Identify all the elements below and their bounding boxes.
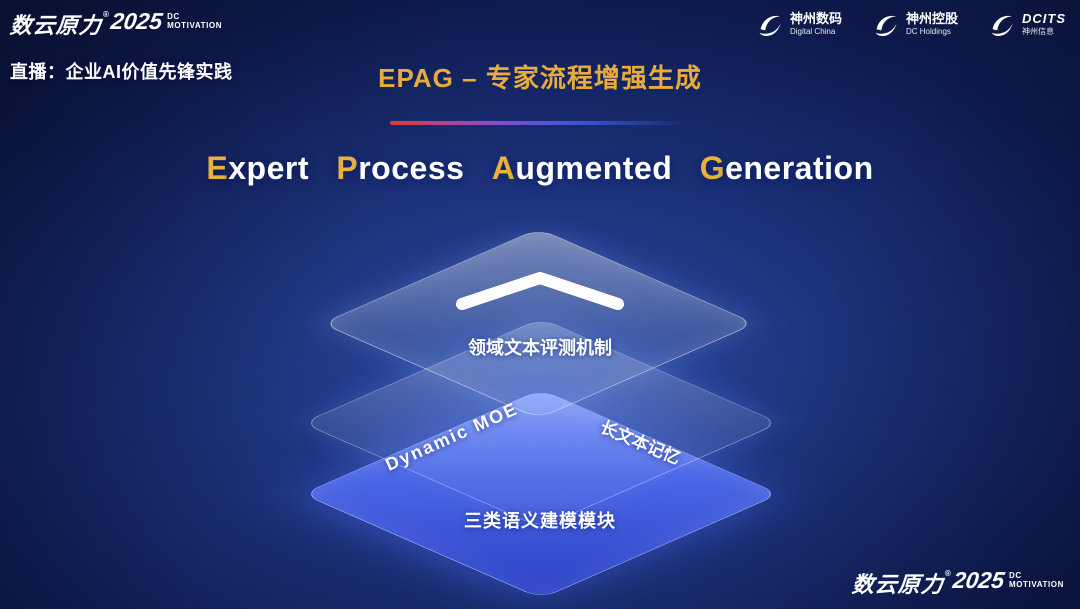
logo-name: 神州数码	[789, 10, 842, 26]
brand-tagline: DC MOTIVATION	[1009, 571, 1064, 589]
page-title: Expert Process Augmented Generation	[0, 150, 1080, 187]
title-initial: E	[206, 150, 229, 186]
registered-mark: ®	[944, 569, 951, 578]
brand-logo-top-left: 数云原力 ® 2025 DC MOTIVATION	[9, 8, 222, 40]
title-initial: A	[491, 150, 516, 186]
gradient-divider	[390, 121, 690, 125]
chevron-up-icon	[456, 272, 624, 310]
logo-digital-china: 神州数码 Digital China	[756, 10, 842, 38]
logo-dc-holdings: 神州控股 DC Holdings	[872, 10, 958, 38]
top-layer-label: 领域文本评测机制	[468, 338, 612, 358]
slide-heading: EPAG – 专家流程增强生成	[378, 63, 702, 93]
swoosh-icon	[991, 15, 1013, 37]
title-initial: G	[699, 150, 726, 186]
bottom-layer-label: 三类语义建模模块	[464, 511, 616, 531]
brand-tagline: DC MOTIVATION	[167, 12, 222, 30]
brand-year: 2025	[951, 567, 1006, 593]
partner-logos: 神州数码 Digital China 神州控股 DC Holdings DCIT…	[756, 10, 1066, 38]
brand-logo-bottom-right: 数云原力 ® 2025 DC MOTIVATION	[850, 567, 1064, 599]
brand-tagline-line2: MOTIVATION	[1008, 580, 1064, 590]
brand-tagline-line1: DC	[1008, 571, 1022, 580]
title-initial: P	[336, 150, 359, 186]
logo-subtitle: 神州信息	[1022, 26, 1054, 36]
title-word: ugmented	[515, 150, 673, 186]
brand-tagline-line2: MOTIVATION	[167, 21, 223, 31]
logo-dcits: DCITS 神州信息	[988, 10, 1066, 38]
logo-name: 神州控股	[905, 10, 958, 26]
swoosh-icon	[759, 15, 781, 37]
brand-year: 2025	[109, 8, 164, 34]
brand-tagline-line1: DC	[167, 12, 180, 21]
title-word: xpert	[228, 150, 309, 186]
live-stream-label: 直播：企业AI价值先锋实践	[10, 62, 233, 82]
registered-mark: ®	[103, 10, 109, 19]
logo-name: DCITS	[1022, 10, 1066, 26]
title-word: eneration	[725, 150, 874, 186]
brand-logotype: 数云原力	[9, 13, 103, 38]
swoosh-icon	[875, 15, 897, 37]
brand-logotype: 数云原力	[850, 572, 945, 597]
logo-subtitle: DC Holdings	[905, 26, 951, 36]
title-word: rocess	[358, 150, 465, 186]
logo-subtitle: Digital China	[789, 26, 836, 36]
